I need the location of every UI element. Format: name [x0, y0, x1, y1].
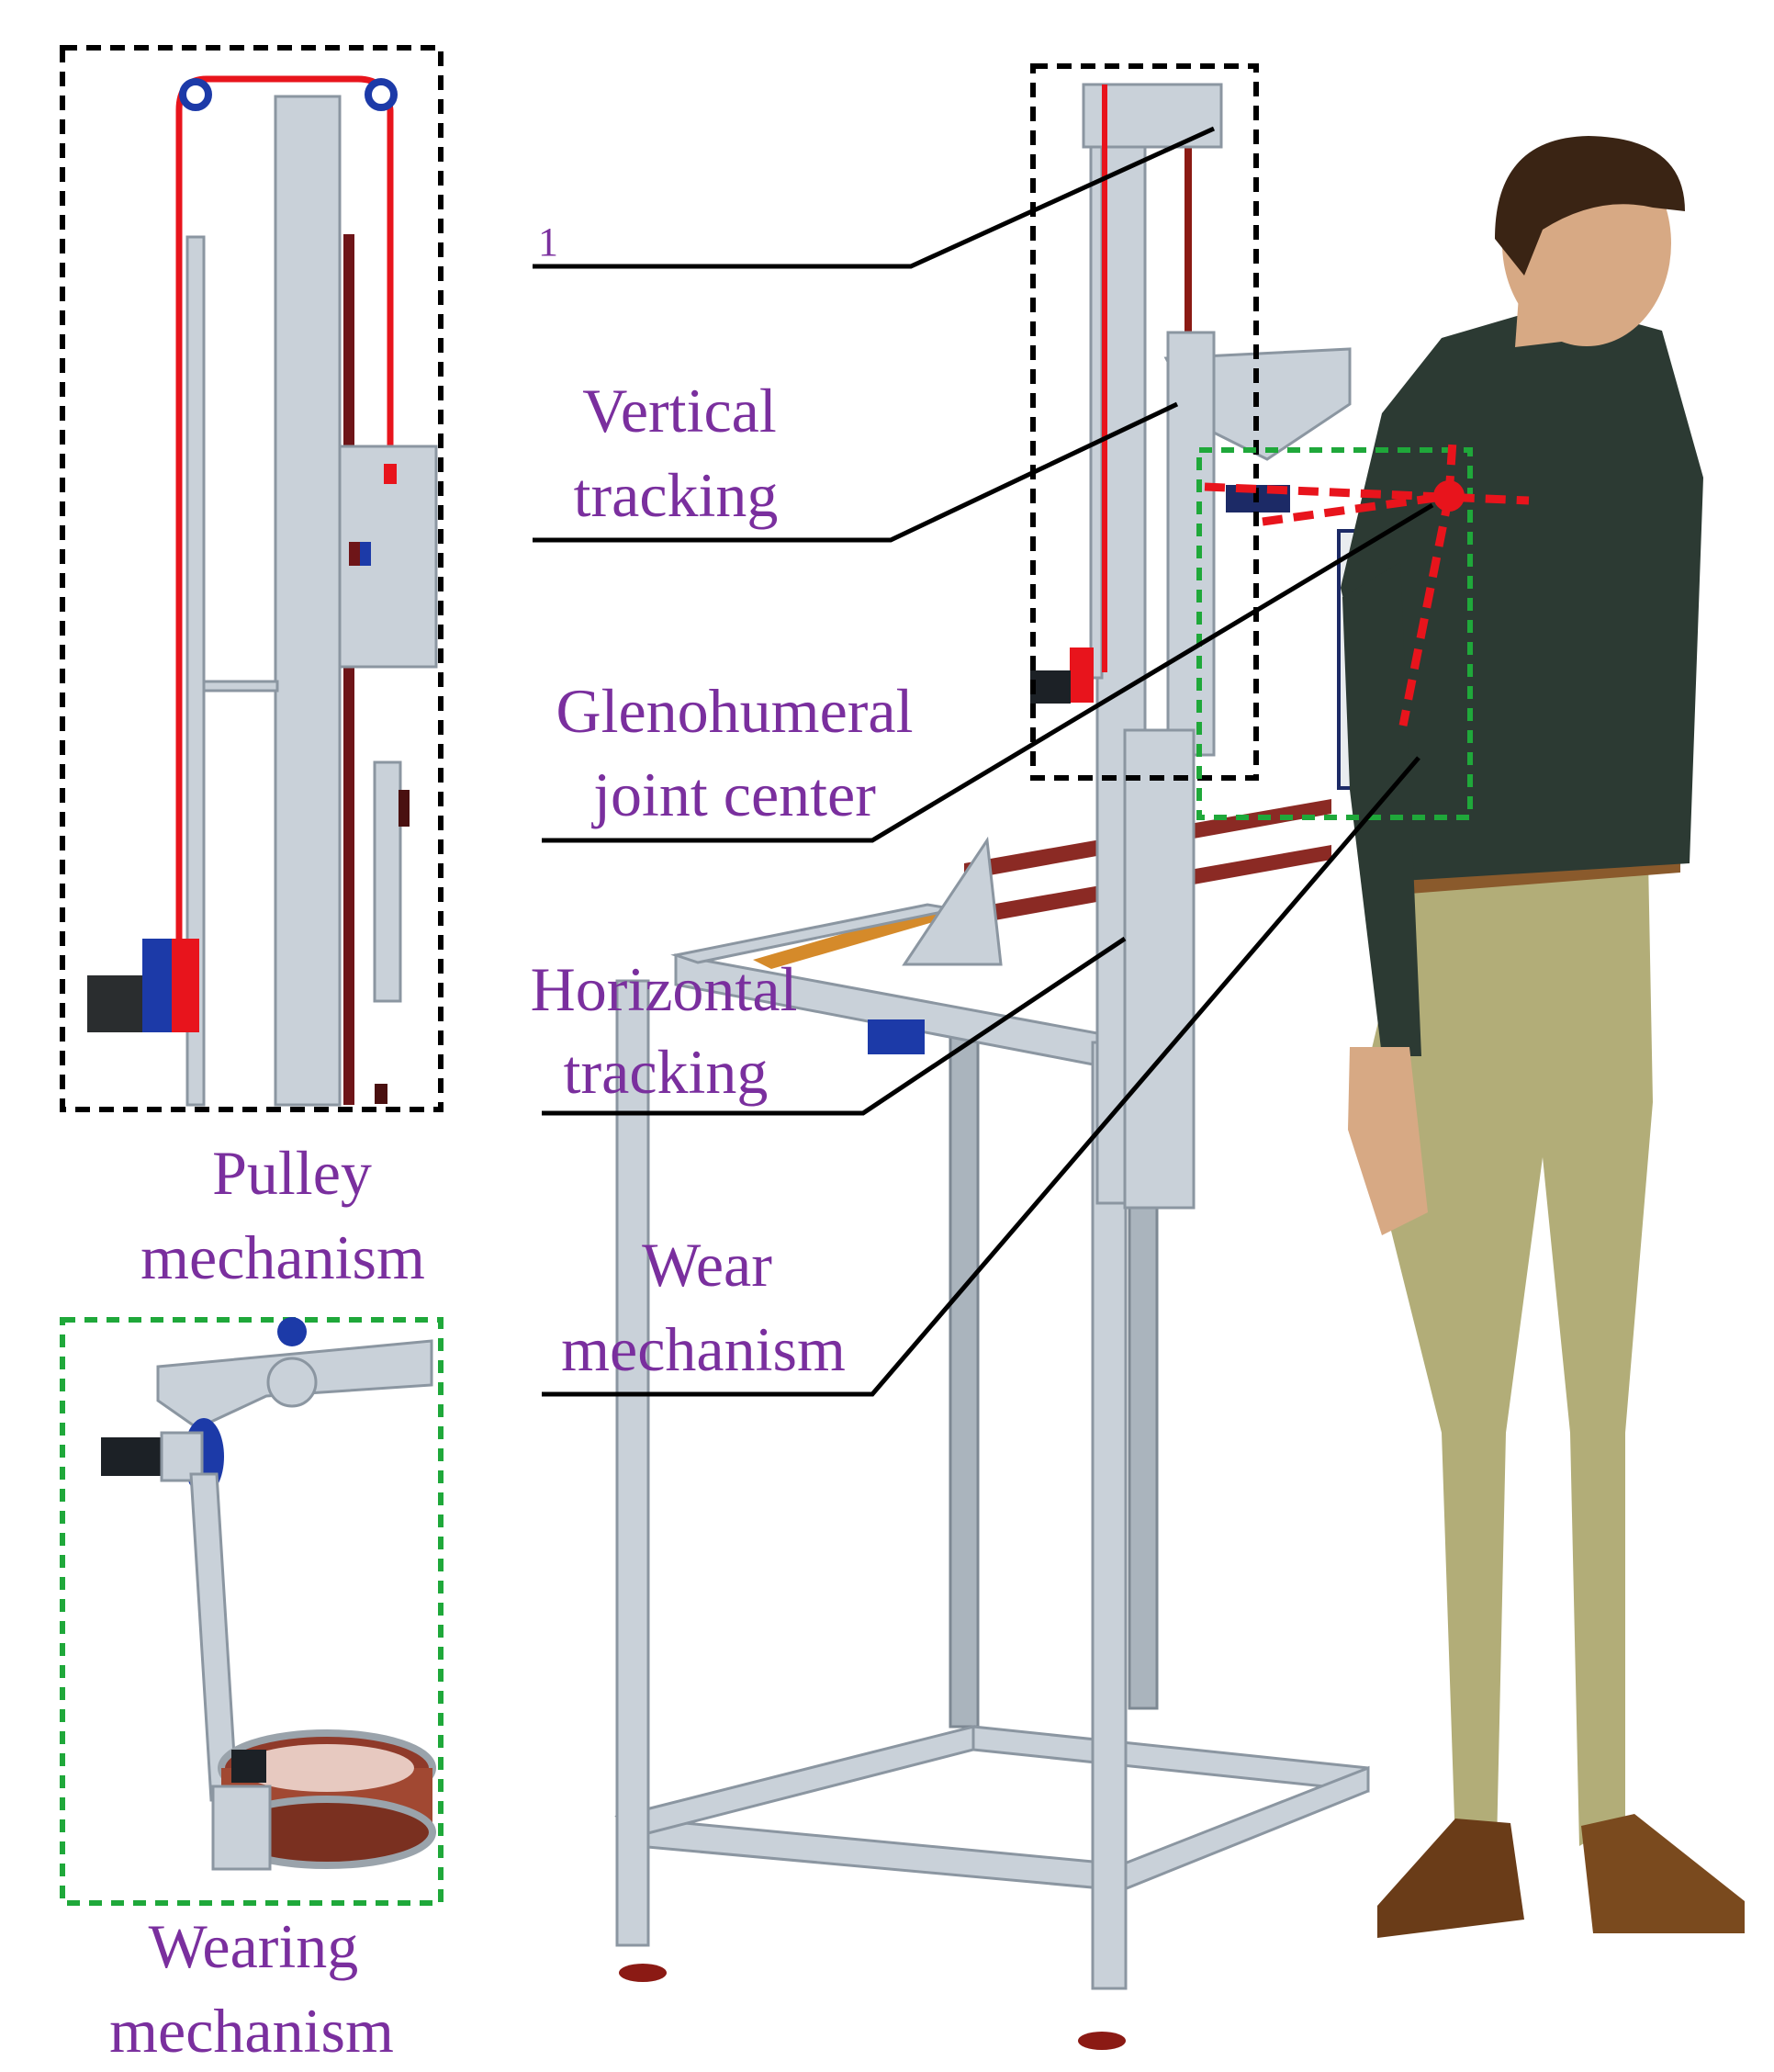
human-arm: [1342, 562, 1421, 1056]
human-shoe-right: [1581, 1814, 1745, 1933]
vertical-counterweight-red: [1070, 648, 1094, 703]
vertical-counterweight-dark: [1030, 670, 1071, 704]
human-model: [1341, 136, 1745, 1938]
wearing-label-1: Wearing: [149, 1911, 359, 1981]
vertical-lower-block: [1123, 728, 1196, 1210]
wear-mechanism-label-2: mechanism: [561, 1314, 846, 1384]
base-back-bar: [971, 1725, 1370, 1793]
pulley-region-box: [1030, 63, 1259, 781]
wearing-motor-top: [277, 1317, 307, 1346]
pulley-crossbar: [202, 680, 279, 693]
pulley-carriage-red: [384, 464, 397, 484]
wear-region-box: [1196, 447, 1473, 820]
horizontal-carriage: [868, 1019, 925, 1054]
human-hair: [1495, 136, 1685, 276]
pulley-handle: [399, 790, 410, 827]
pulley-rail-main: [274, 95, 342, 1107]
base-right-bar: [1120, 1765, 1370, 1893]
pulley-wheel-left: [179, 78, 212, 111]
vertical-tracking-label-2: tracking: [574, 460, 779, 530]
counterweight-blue: [142, 939, 172, 1032]
counterweight-dark: [87, 975, 142, 1032]
wearing-inset-border: [60, 1317, 444, 1906]
vertical-tracking-label-1: Vertical: [582, 376, 776, 445]
horizontal-wedge: [902, 836, 1003, 966]
vertical-rail-thin: [1089, 143, 1104, 680]
glenohumeral-label-1: Glenohumeral: [556, 676, 914, 746]
leader-horizontal: [542, 936, 1127, 1116]
wearing-cuff-inner: [240, 1744, 414, 1792]
pulley-carriage-blue: [360, 542, 371, 566]
wearing-inset: [60, 1317, 444, 1906]
human-hand: [1348, 1047, 1428, 1235]
pulley-wheel-right: [365, 78, 398, 111]
joint-axis-horizontal: [1204, 482, 1530, 505]
horizontal-tracking-label-2: tracking: [564, 1037, 769, 1107]
base-left-bar: [614, 1725, 975, 1839]
leg-back-left: [949, 1027, 980, 1729]
pulley-rail-thin: [185, 235, 206, 1107]
pulley-slider: [373, 760, 402, 1003]
foot-front-right: [1078, 2032, 1126, 2050]
base-front-bar: [615, 1815, 1124, 1892]
human-shoe-left: [1377, 1819, 1524, 1938]
wearing-cuff-motor: [231, 1750, 266, 1783]
pulley-carriage-brown: [349, 542, 360, 566]
leader-lines: [533, 126, 1434, 1397]
joint-axis-lateral: [1262, 491, 1450, 526]
pulley-inset: [60, 45, 444, 1112]
wearing-label-2: mechanism: [109, 1996, 394, 2066]
wearing-bracket-joint: [266, 1357, 318, 1408]
counterweight-red: [172, 939, 199, 1032]
glenohumeral-axes: [1204, 440, 1530, 726]
leader-glenohumeral: [542, 502, 1434, 843]
pulley-inset-border: [60, 45, 444, 1112]
pulley-rail-brown: [343, 234, 354, 1105]
wearing-motor-housing: [160, 1431, 204, 1482]
human-legs: [1359, 859, 1653, 1846]
vertical-carriage: [1166, 331, 1216, 757]
glenohumeral-center-marker: [1433, 480, 1465, 512]
table-orange-strip: [753, 909, 946, 969]
label-1: 1: [538, 220, 558, 265]
joint-axis-vertical: [1398, 495, 1454, 726]
horizontal-tracking-label-1: Horizontal: [531, 954, 798, 1024]
foot-front-left: [619, 1964, 667, 1982]
glenohumeral-label-2: joint center: [591, 760, 876, 829]
pulley-label-1: Pulley: [212, 1138, 372, 1208]
pulley-label-2: mechanism: [140, 1222, 425, 1292]
leg-front-left: [615, 979, 650, 1947]
wear-mechanism-label-1: Wear: [642, 1230, 772, 1300]
leader-vertical: [533, 401, 1179, 543]
leader-1: [533, 126, 1216, 269]
wearing-cuff-mount: [211, 1785, 272, 1871]
pulley-rod-end: [375, 1084, 387, 1104]
leader-wear: [542, 756, 1420, 1397]
vertical-cable: [1102, 84, 1107, 672]
wearing-motor-body: [101, 1437, 165, 1476]
